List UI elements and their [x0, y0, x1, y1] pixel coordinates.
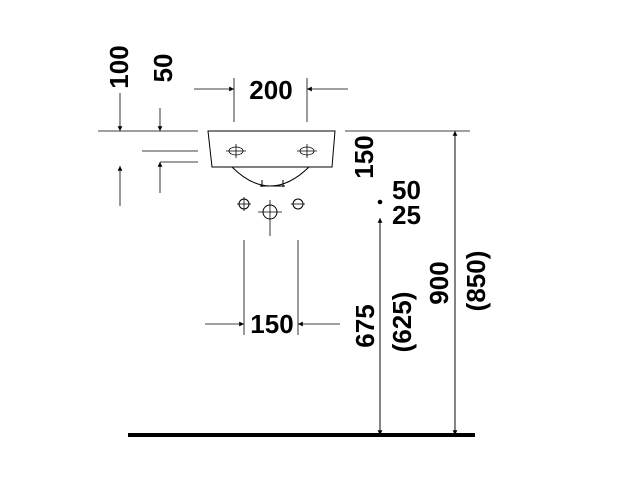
tap-hole-right-icon	[297, 144, 317, 158]
dim-625-label: (625)	[387, 292, 417, 353]
dim-25-label: 25	[392, 200, 421, 230]
dim-50-left-label: 50	[148, 54, 178, 83]
dimension-675: 675 (625)	[350, 218, 417, 435]
dimension-right-150: 150 50 25	[345, 130, 470, 230]
dim-150-width-label: 150	[250, 309, 293, 339]
dimension-900: 900 (850)	[424, 131, 491, 435]
dimension-left: 100 50	[98, 45, 198, 206]
dimension-150-horizontal: 150	[205, 240, 340, 339]
dim-675-label: 675	[350, 304, 380, 347]
basin-outline	[207, 130, 336, 187]
waste-outlet-icon	[258, 200, 282, 236]
wall-fixing-right-icon	[291, 198, 305, 210]
dim-850-label: (850)	[461, 251, 491, 312]
tap-hole-left-icon	[226, 144, 246, 158]
dim-900-label: 900	[424, 261, 454, 304]
dim-150-height-label: 150	[349, 135, 379, 178]
dim-50-right-label: 50	[392, 175, 421, 205]
dot-marker-icon	[377, 199, 383, 205]
dim-200-label: 200	[249, 75, 292, 105]
dimension-200: 200	[194, 75, 348, 122]
dim-100-label: 100	[104, 45, 134, 88]
wall-fixing-left-icon	[237, 197, 251, 211]
